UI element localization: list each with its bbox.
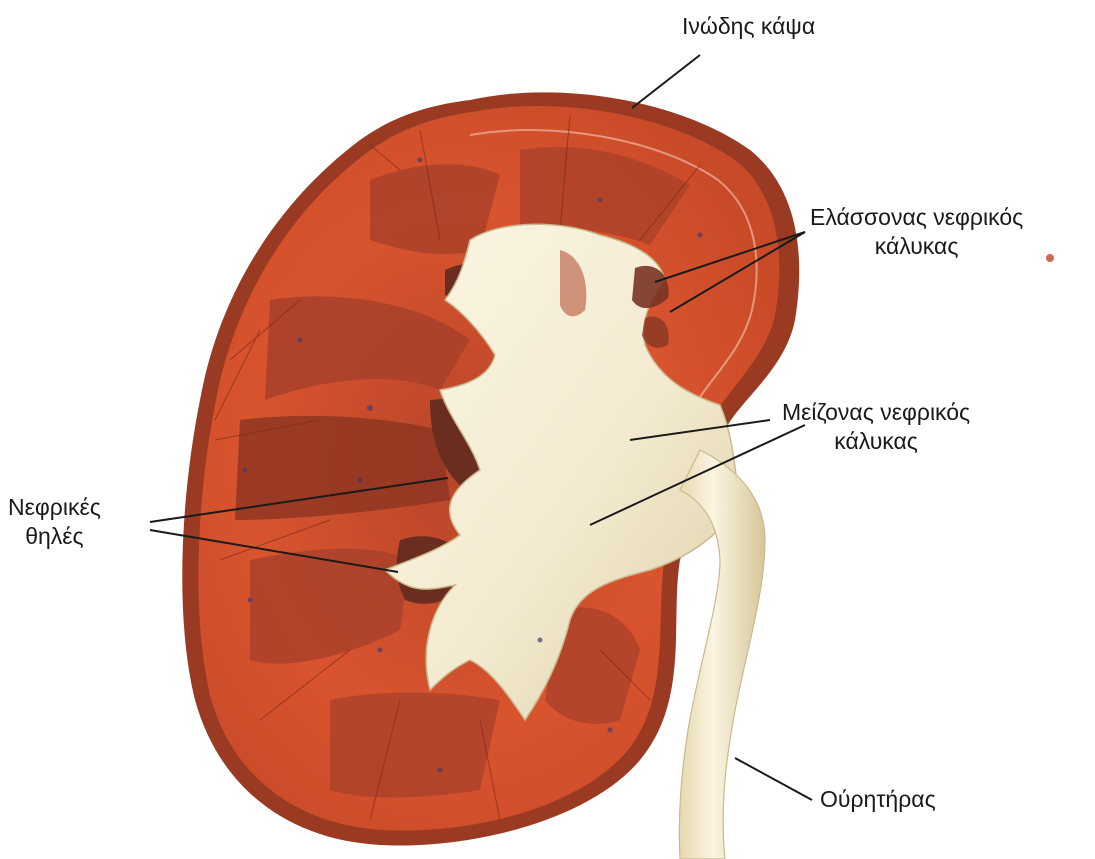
label-fibrous-capsule: Ινώδης κάψα [682, 12, 815, 41]
renal-pyramid [330, 693, 500, 798]
label-ureter: Ούρητήρας [820, 785, 936, 814]
label-minor-calyx-line1: Ελάσσονας νεφρικός [810, 203, 1023, 232]
label-fibrous-capsule-text: Ινώδης κάψα [682, 12, 815, 41]
label-renal-papillae-line2: θηλές [8, 522, 101, 551]
label-minor-calyx-line2: κάλυκας [810, 232, 1023, 261]
label-major-calyx-line2: κάλυκας [782, 427, 970, 456]
label-minor-calyx: Ελάσσονας νεφρικός κάλυκας [810, 203, 1023, 261]
leader-ureter [735, 758, 812, 800]
label-renal-papillae: Νεφρικές θηλές [8, 493, 101, 551]
label-renal-papillae-line1: Νεφρικές [8, 493, 101, 522]
leader-fibrous-capsule [632, 55, 700, 108]
stray-mark [1046, 254, 1054, 262]
label-ureter-text: Ούρητήρας [820, 785, 936, 814]
label-major-calyx-line1: Μείζονας νεφρικός [782, 398, 970, 427]
label-major-calyx: Μείζονας νεφρικός κάλυκας [782, 398, 970, 456]
